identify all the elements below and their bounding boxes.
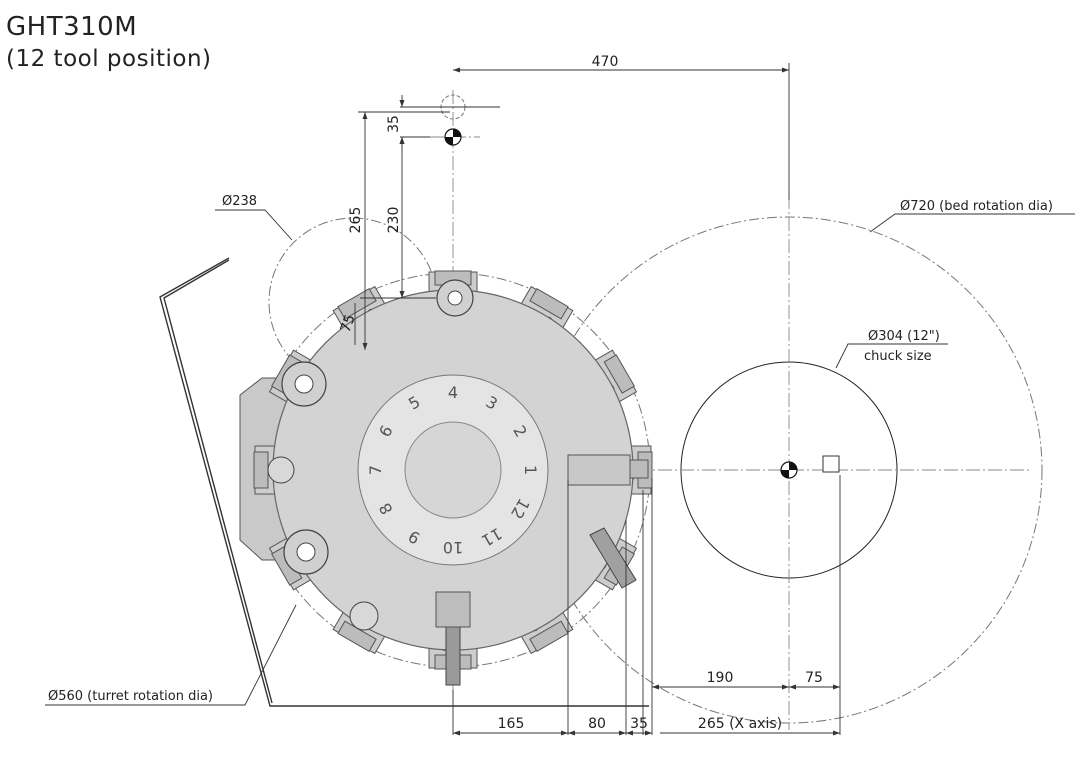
dimension-lines: [45, 63, 1075, 736]
drawing-title: GHT310M: [6, 12, 138, 42]
label-chuck-size: chuck size: [864, 349, 932, 364]
dim-230: 230: [386, 207, 402, 234]
center-mark-top: [444, 128, 462, 146]
dim-165: 165: [498, 716, 525, 732]
turret-bore: [404, 421, 502, 519]
label-dia304: Ø304 (12"): [868, 329, 940, 344]
dim-470: 470: [592, 54, 619, 70]
tool-number: 10: [443, 538, 463, 557]
dim-35-top: 35: [386, 115, 402, 133]
label-dia238: Ø238: [222, 194, 257, 209]
label-dia560: Ø560 (turret rotation dia): [48, 689, 213, 704]
tool-number: 1: [521, 465, 540, 475]
dim-190: 190: [707, 670, 734, 686]
dim-75-vertical: 75: [338, 313, 359, 335]
tool-tip-marker: [822, 455, 840, 473]
tool-number: 7: [366, 465, 385, 475]
center-mark-chuck: [780, 461, 798, 479]
dim-80: 80: [588, 716, 606, 732]
dim-265-vertical: 265: [348, 207, 364, 234]
drawing-subtitle: (12 tool position): [6, 46, 212, 72]
tool-number: 4: [448, 383, 458, 402]
dim-75-horizontal: 75: [805, 670, 823, 686]
label-dia720: Ø720 (bed rotation dia): [900, 199, 1053, 214]
dim-265-x-axis: 265 (X axis): [698, 716, 782, 732]
dim-35-bottom: 35: [630, 716, 648, 732]
machine-guard-outline: [159, 257, 649, 707]
